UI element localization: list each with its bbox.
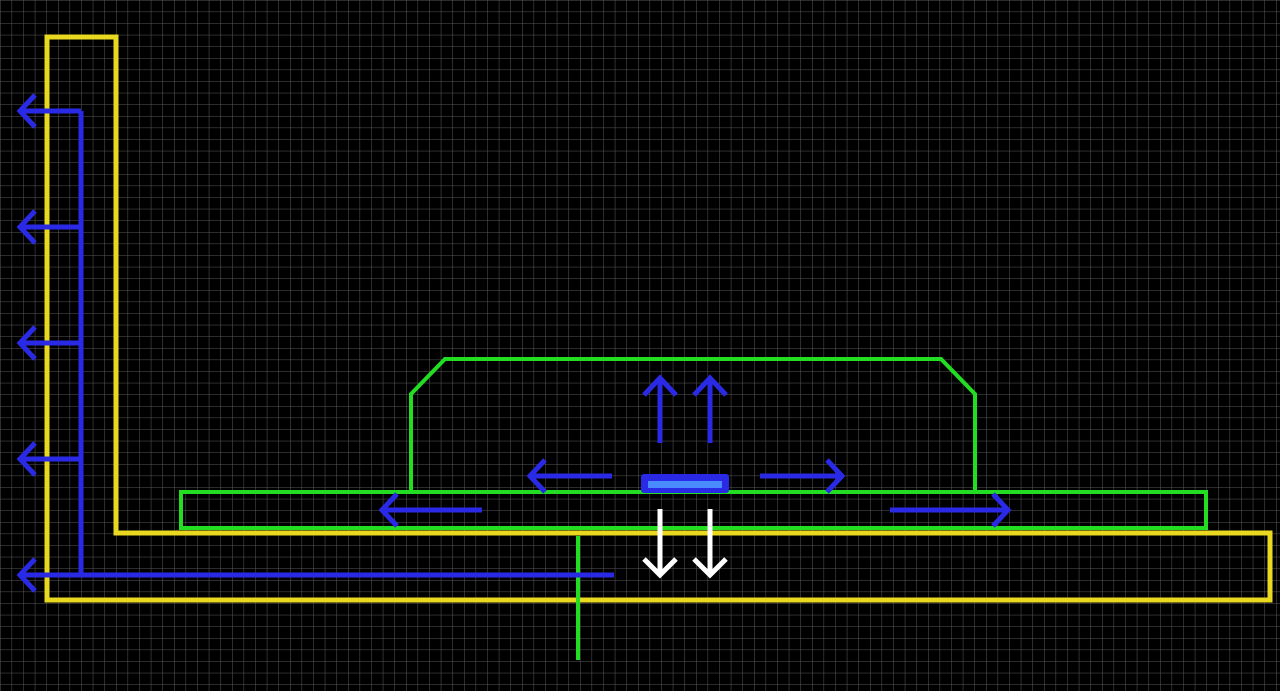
left-arrow-base-plate bbox=[378, 492, 482, 528]
left-arrow-vertical-3 bbox=[16, 325, 81, 361]
heat-source-highlight bbox=[648, 481, 722, 488]
right-arrow-base-plate bbox=[890, 492, 1012, 528]
up-arrow-2 bbox=[692, 374, 728, 443]
left-arrows-vertical-arm bbox=[16, 93, 81, 593]
left-arrow-vertical-1 bbox=[16, 93, 81, 129]
down-arrow-1 bbox=[642, 509, 678, 579]
left-arrow-housing bbox=[526, 458, 612, 494]
component-housing bbox=[409, 357, 977, 492]
structure-l-bracket bbox=[44, 34, 1273, 603]
left-arrow-vertical-4 bbox=[16, 441, 81, 477]
down-arrow-2 bbox=[692, 509, 728, 579]
up-arrow-1 bbox=[642, 374, 678, 443]
component-base-plate bbox=[179, 490, 1208, 530]
left-arrow-vertical-2 bbox=[16, 209, 81, 245]
left-arrow-vertical-5 bbox=[16, 557, 81, 593]
right-arrow-housing bbox=[760, 458, 846, 494]
